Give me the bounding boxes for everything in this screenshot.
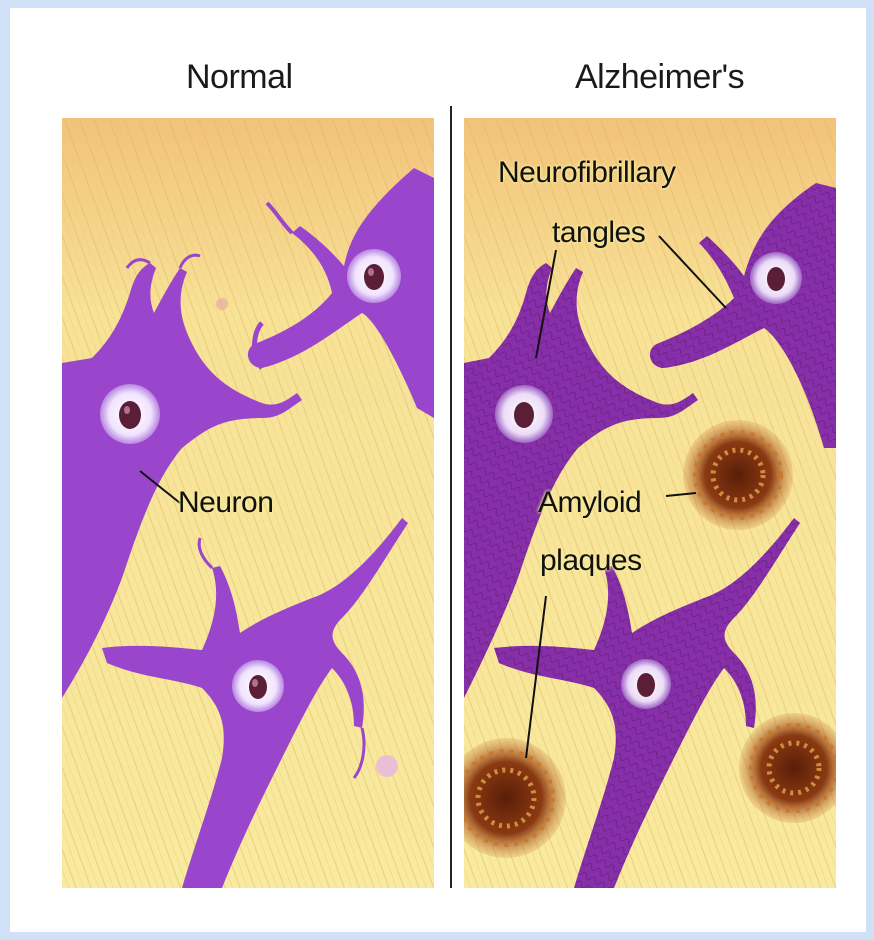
alzheimers-tissue-panel (464, 118, 836, 888)
small-cell (376, 755, 398, 777)
label-plaques-line2: plaques (540, 544, 642, 578)
label-plaques-line1: Amyloid (538, 486, 641, 520)
small-cell (216, 298, 228, 310)
panel-divider (450, 106, 452, 888)
figure-card: Normal Alzheimer's (10, 8, 866, 932)
label-tangles-line2: tangles (552, 216, 645, 250)
label-neuron: Neuron (178, 486, 273, 520)
label-tangles-line1: Neurofibrillary (498, 156, 676, 190)
title-normal: Normal (186, 58, 293, 97)
title-alzheimers: Alzheimer's (575, 58, 744, 97)
amyloid-plaque (683, 420, 793, 530)
